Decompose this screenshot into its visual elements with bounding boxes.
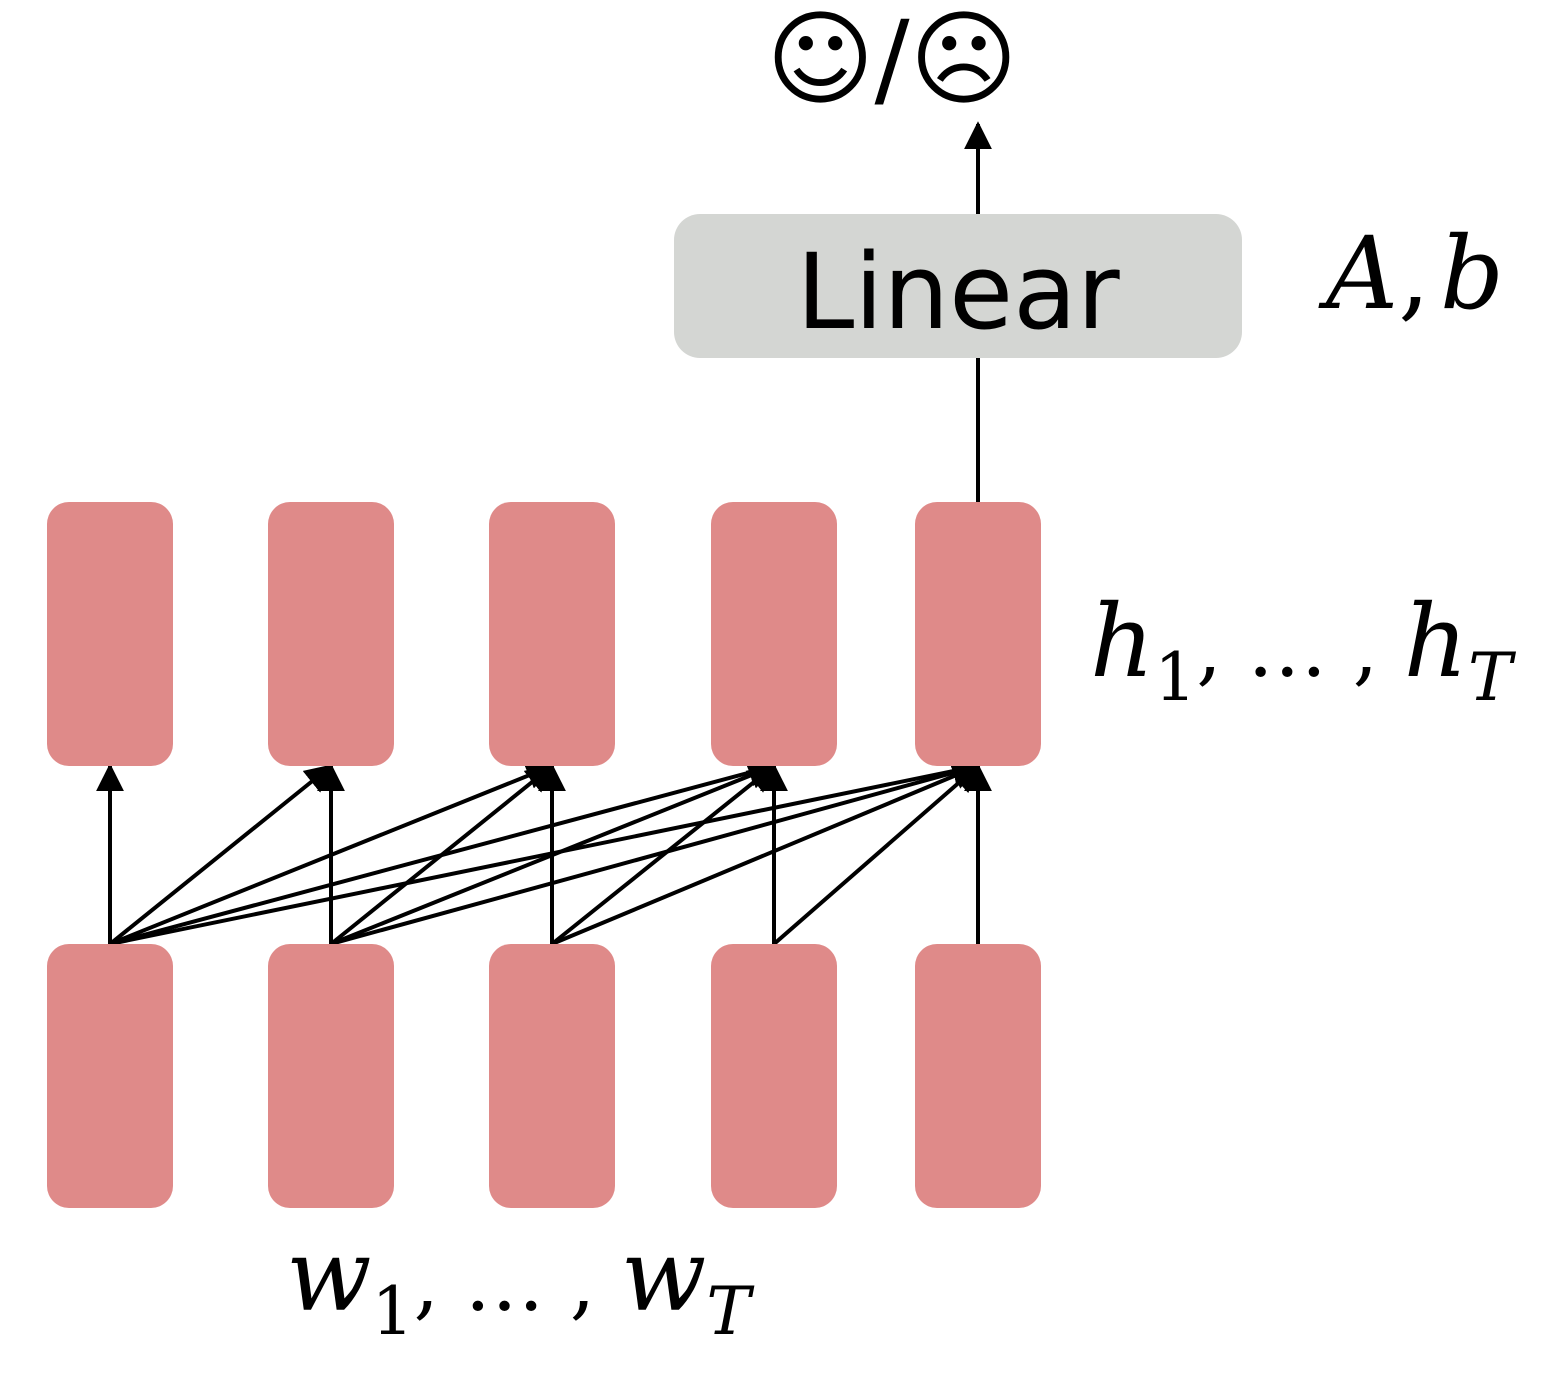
linear-layer-label: Linear xyxy=(796,231,1119,353)
input-label-sub1: 1 xyxy=(372,1273,414,1350)
input-label-wT: w xyxy=(621,1217,707,1334)
hidden-state-box-2 xyxy=(268,502,394,766)
input-token-box-2 xyxy=(268,944,394,1208)
param-A: A xyxy=(1318,215,1398,332)
connection-w2-to-h5 xyxy=(330,759,981,946)
connection-w4-to-h5 xyxy=(772,764,981,946)
hidden-label-hT: h xyxy=(1404,583,1468,700)
param-b: b xyxy=(1440,215,1504,332)
connection-w3-to-h4 xyxy=(550,764,777,946)
connection-w1-to-h5 xyxy=(109,757,981,946)
input-token-box-4 xyxy=(711,944,837,1208)
hidden-label-subT: T xyxy=(1468,639,1517,716)
hidden-label-ellipsis: , … , xyxy=(1196,602,1403,695)
output-sentiment-label: ☺/☹ xyxy=(766,0,1018,120)
hidden-label-sub1: 1 xyxy=(1154,639,1196,716)
input-label-ellipsis: , … , xyxy=(414,1236,621,1329)
hidden-states-label: h1, … , hT xyxy=(1090,583,1517,716)
linear-layer-box xyxy=(674,214,1242,358)
input-token-box-1 xyxy=(47,944,173,1208)
hidden-state-box-1 xyxy=(47,502,173,766)
hidden-state-boxes xyxy=(47,502,1041,766)
input-token-box-3 xyxy=(489,944,615,1208)
input-label-w1: w xyxy=(286,1217,372,1334)
connection-w1-to-h2 xyxy=(108,764,334,946)
hidden-state-box-5 xyxy=(915,502,1041,766)
connection-w3-to-h5 xyxy=(551,762,981,946)
hidden-state-box-4 xyxy=(711,502,837,766)
param-comma: , xyxy=(1398,215,1430,332)
input-token-box-5 xyxy=(915,944,1041,1208)
causal-connections xyxy=(96,757,992,946)
input-token-boxes xyxy=(47,944,1041,1208)
connection-w2-to-h3 xyxy=(329,764,555,946)
input-label-subT: T xyxy=(706,1273,755,1350)
inputs-label: w1, … , wT xyxy=(286,1217,755,1350)
hidden-state-box-3 xyxy=(489,502,615,766)
hidden-label-h1: h xyxy=(1090,583,1154,700)
linear-params-label: A,b xyxy=(1318,215,1504,332)
